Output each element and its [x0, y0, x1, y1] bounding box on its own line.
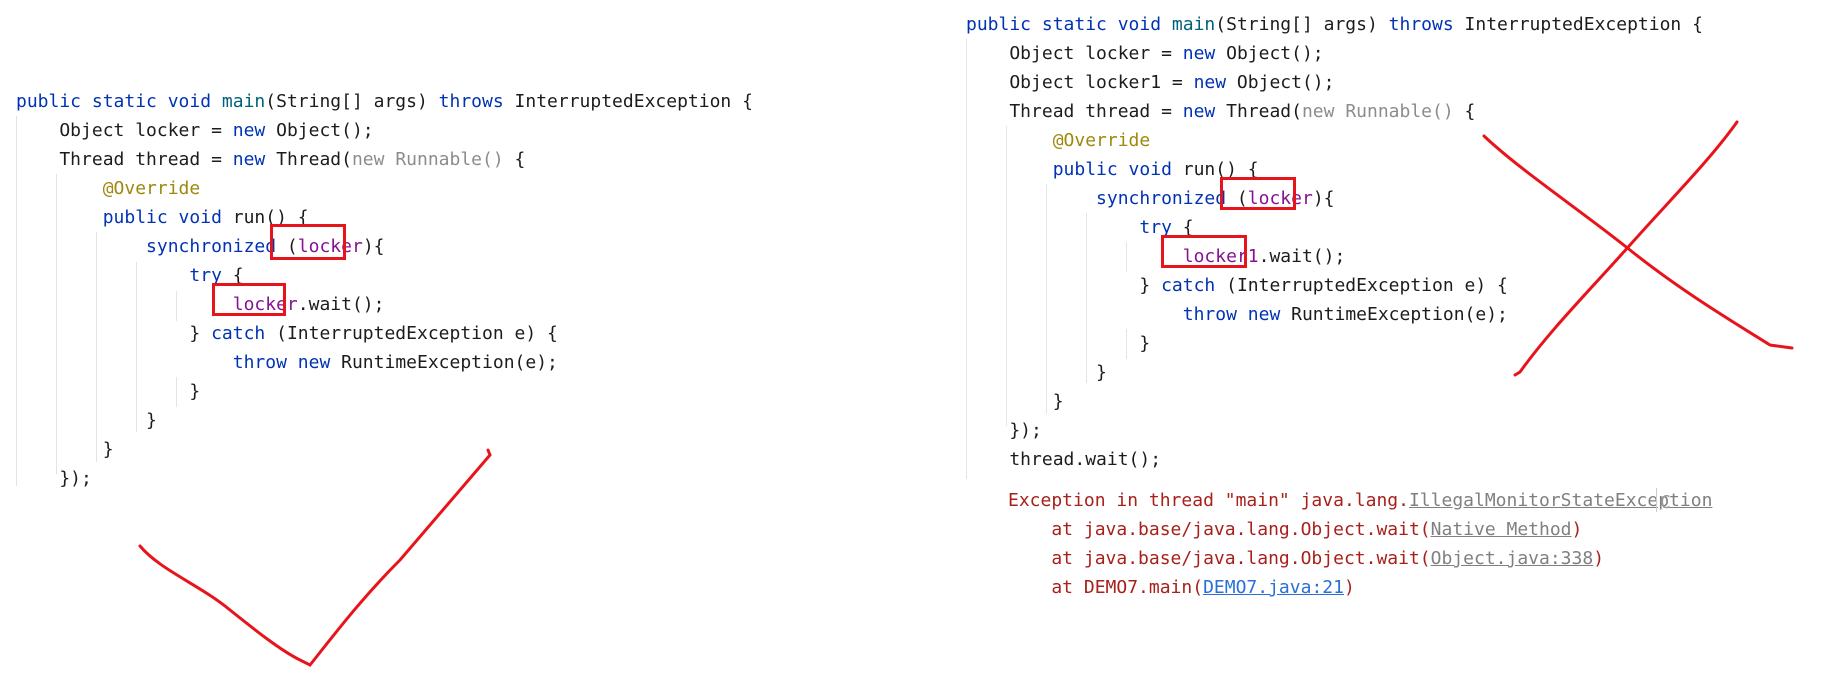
code-line: Object locker = new Object(); [966, 43, 1324, 64]
code-line: } [966, 391, 1064, 412]
code-line: public void run() { [102, 207, 309, 228]
code-line: public static void main(String[] args) t… [966, 14, 1703, 35]
indent-guide [966, 39, 967, 479]
code-line: throw new RuntimeException(e); [232, 352, 558, 373]
code-line: }); [966, 420, 1042, 441]
indent-guide [56, 174, 57, 474]
code-line: Object locker = new Object(); [16, 120, 374, 141]
code-line: Object locker1 = new Object(); [966, 72, 1335, 93]
highlight-box [1161, 235, 1247, 268]
code-line: } catch (InterruptedException e) { [16, 323, 558, 344]
code-line: @Override [102, 178, 201, 199]
indent-guide [1046, 184, 1047, 414]
indent-guide [136, 262, 137, 432]
highlight-box [212, 283, 286, 316]
indent-guide [176, 377, 177, 407]
code-line: synchronized (locker){ [1096, 188, 1335, 209]
code-line: locker.wait(); [232, 294, 385, 315]
code-line: @Override [1052, 130, 1151, 151]
indent-guide [16, 116, 17, 486]
code-line: try { [189, 265, 244, 286]
indent-guide [1006, 126, 1007, 426]
code-line: } [966, 362, 1107, 383]
code-line: }); [16, 468, 92, 489]
code-line: Thread thread = new Thread(new Runnable(… [966, 101, 1476, 122]
indent-guide [96, 232, 97, 462]
exception-link[interactable]: IllegalMonitorStateException [1408, 490, 1713, 511]
console-line: at DEMO7.main(DEMO7.java:21) [1008, 577, 1355, 598]
code-line: } [16, 410, 157, 431]
highlight-box [1220, 177, 1296, 210]
indent-guide [176, 291, 177, 321]
code-line: public static void main(String[] args) t… [16, 91, 753, 112]
code-line: } [16, 439, 114, 460]
highlight-box [270, 224, 346, 260]
indent-guide [1126, 329, 1127, 359]
code-line: try { [1139, 217, 1194, 238]
truncated-text: C [1656, 488, 1671, 513]
console-line: at java.base/java.lang.Object.wait(Objec… [1008, 548, 1605, 569]
code-line: public void run() { [1052, 159, 1259, 180]
code-line: Thread thread = new Thread(new Runnable(… [16, 149, 526, 170]
code-line: } [16, 381, 201, 402]
code-line: } catch (InterruptedException e) { [966, 275, 1508, 296]
code-line: thread.wait(); [966, 449, 1162, 470]
console-line: Exception in thread "main" java.lang.Ill… [1008, 490, 1713, 511]
console-line: at java.base/java.lang.Object.wait(Nativ… [1008, 519, 1583, 540]
cross-mark-icon [1513, 120, 1739, 377]
indent-guide [1126, 242, 1127, 272]
stack-link[interactable]: Native Method [1430, 519, 1572, 540]
code-line: throw new RuntimeException(e); [1182, 304, 1508, 325]
source-link[interactable]: DEMO7.java:21 [1203, 577, 1344, 598]
cross-mark-icon [1482, 134, 1794, 350]
code-line: locker1.wait(); [1182, 246, 1346, 267]
code-line: } [966, 333, 1151, 354]
code-line: synchronized (locker){ [146, 236, 385, 257]
stack-link[interactable]: Object.java:338 [1430, 548, 1594, 569]
indent-guide [1086, 213, 1087, 383]
check-mark-icon [138, 448, 492, 667]
